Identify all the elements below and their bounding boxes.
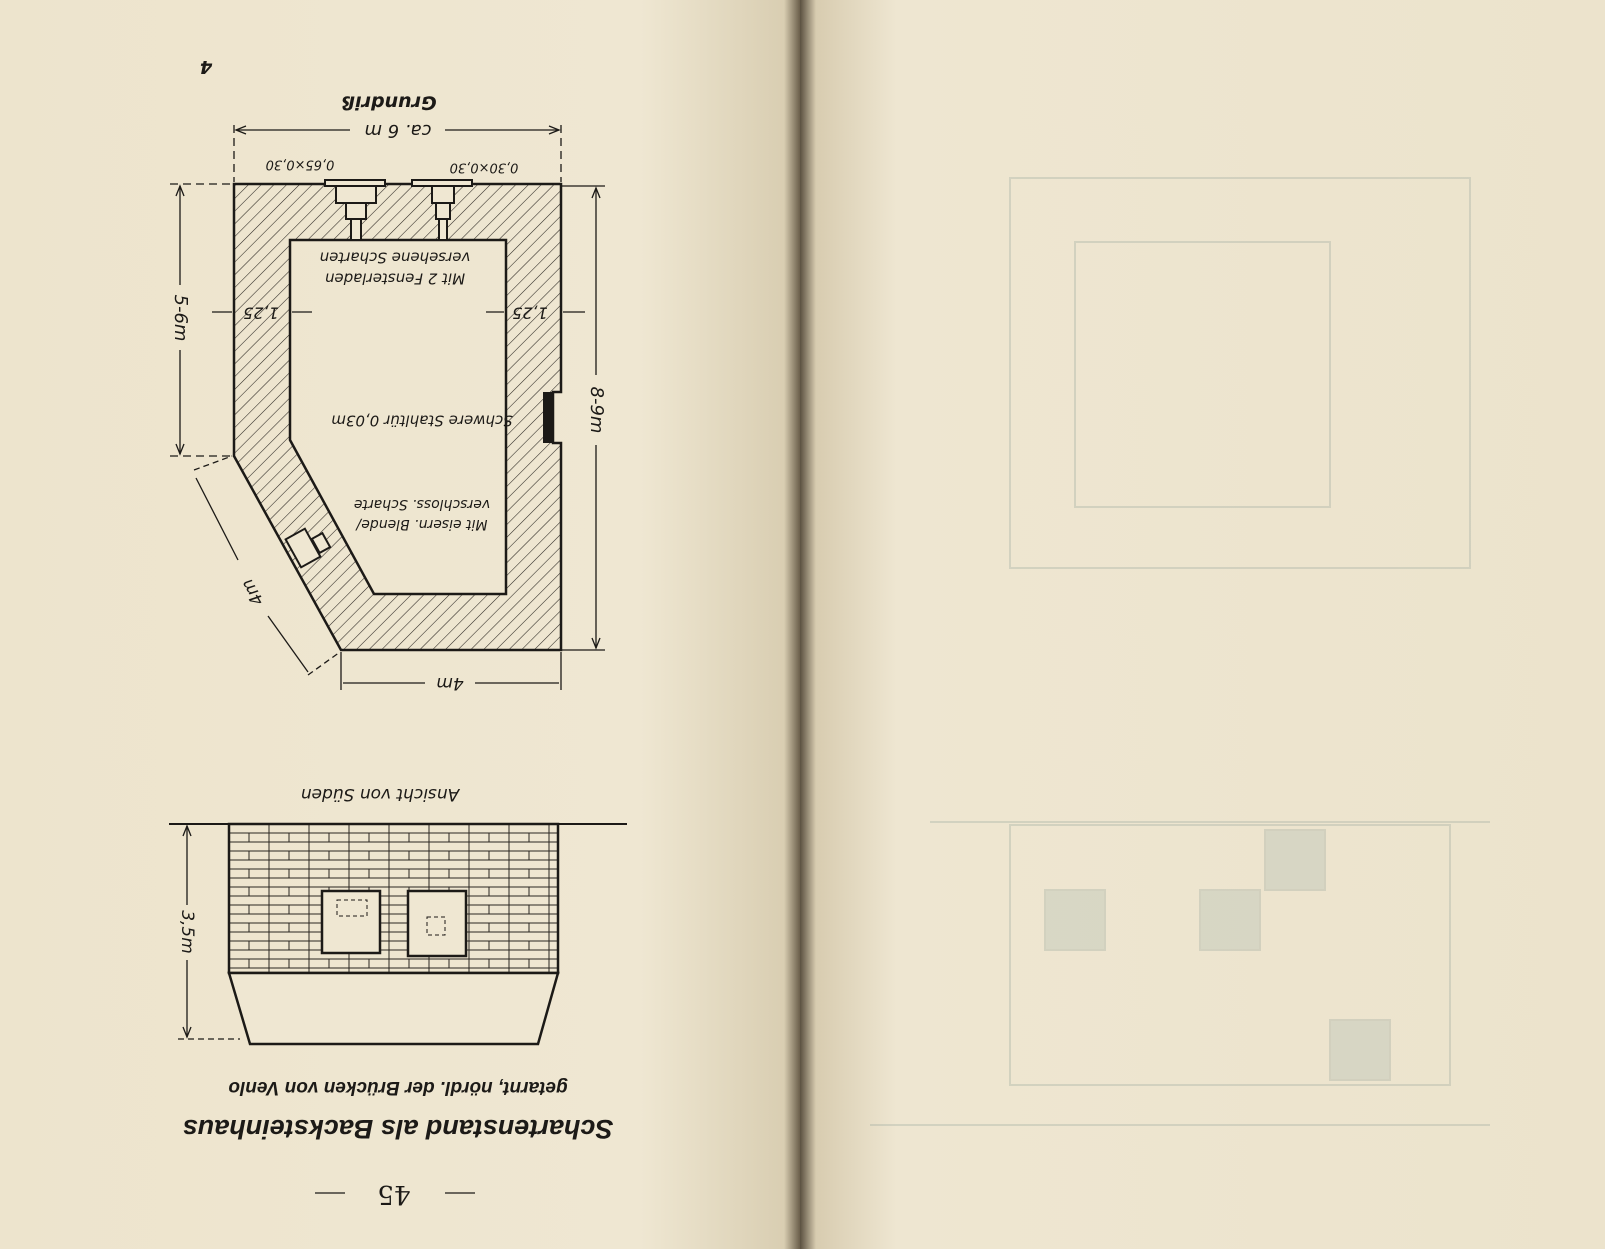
elevation-view — [169, 822, 627, 1046]
door-note: Schwere Stahltür 0,03m — [331, 412, 513, 430]
shutter-note-line1: Mit 2 Fensterladen — [325, 270, 465, 288]
blende-note-line1: Mit eisern. Blende/ — [355, 516, 487, 532]
bottom-dimension: 4m — [436, 673, 463, 693]
wall-thickness-right: 1,25 — [512, 304, 548, 323]
embrasure-label-right: 0,30×0,30 — [450, 160, 519, 175]
right-page — [800, 0, 1605, 1249]
diagonal-dimension: 4m — [237, 575, 268, 609]
elevation-label: Ansicht von Süden — [301, 784, 460, 804]
wall-thickness-left: 1,25 — [243, 304, 279, 323]
window-right — [406, 889, 468, 958]
page-subtitle: getarnt, nördl. der Brücken von Venlo — [228, 1077, 568, 1098]
plan-walls — [232, 182, 563, 652]
plan-label: Grundriß — [341, 92, 436, 114]
length-dimension: 8-9m — [586, 387, 607, 434]
embrasure-label-left: 0,65×0,30 — [266, 157, 335, 172]
width-dimension: ca. 6 m — [364, 120, 431, 141]
height-dimension: 3,5m — [177, 910, 197, 954]
embrasures — [284, 179, 473, 569]
page-marker: 4 — [200, 56, 214, 77]
page-number: 45 — [377, 1179, 410, 1209]
steel-door — [543, 392, 553, 443]
floor-plan — [170, 125, 605, 690]
window-left — [320, 889, 382, 955]
shutter-note-line2: versehene Scharten — [320, 249, 471, 267]
blende-note-line2: verschloss. Scharte — [354, 496, 490, 512]
bleed-through — [870, 177, 1490, 1126]
side-dimension: 5-6m — [170, 295, 191, 342]
page-title: Schartenstand als Backsteinhaus — [183, 1114, 614, 1144]
